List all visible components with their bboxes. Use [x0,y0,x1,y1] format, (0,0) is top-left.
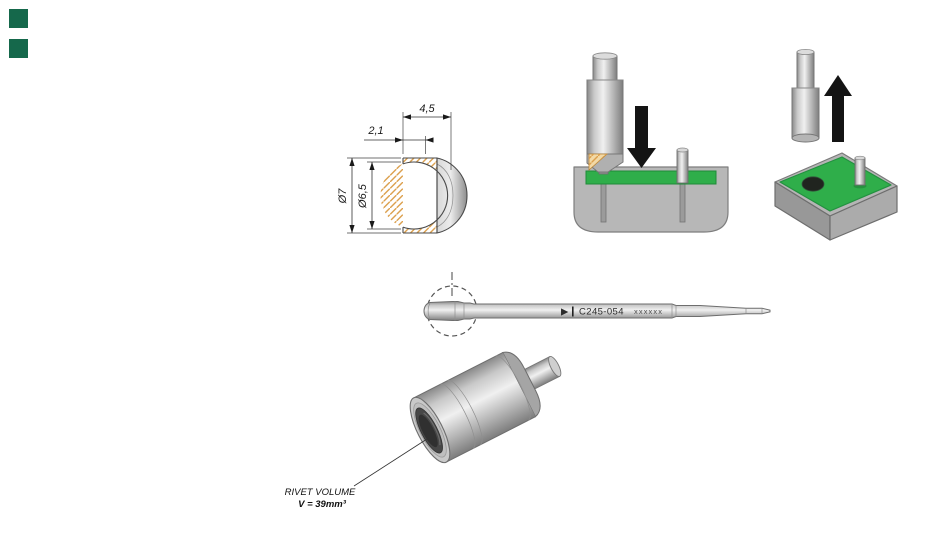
polarity-marker-bar [572,306,574,317]
dim-label-d6-5: Ø6,5 [357,183,369,209]
callout-title: RIVET VOLUME [285,487,356,498]
rivet-shank-left [600,183,607,223]
down-arrow [627,106,656,168]
lift-illustration [774,49,898,241]
leader-line [353,438,428,487]
corner-marker-square-2 [9,39,28,58]
tip-dome [436,157,468,234]
dim-label-4-5: 4,5 [419,103,435,115]
tip-3d-ring-2 [447,380,483,446]
rivet-shank-right [679,183,686,223]
dim-d7: Ø7 [337,158,355,233]
tool-shank-2 [796,51,815,89]
polarity-marker-icon: ▶ [561,307,569,318]
model-label: C245-054 [579,307,624,318]
cartridge-edges [427,301,763,321]
corner-markers [9,9,28,58]
corner-marker-square-1 [9,9,28,28]
dim-2-1: 2,1 [364,125,434,143]
rivet-callout: RIVET VOLUME V = 39mm³ [285,438,428,510]
tool-tip-2 [791,133,820,143]
dim-label-d7: Ø7 [337,188,349,205]
rivet-pin-standing [676,147,689,184]
cartridge-side-view: ▶ C245-054 xxxxxx [423,272,771,337]
mounted-rivet [854,157,866,186]
tip-dome-chamfer-edge [436,163,454,228]
tip-3d-ring-3 [495,355,531,421]
up-arrow [824,75,852,142]
press-illustration [573,52,729,233]
tip-3d-shoulder [502,351,541,418]
board-carrier-box [774,152,898,241]
tip-3d-body-group [409,351,562,464]
section-outline [402,157,449,234]
section-view: 4,5 2,1 Ø7 Ø6,5 [337,103,468,234]
callout-value: V = 39mm³ [298,499,347,510]
cavity-arc [402,161,449,230]
tip-3d-ring-1 [440,383,476,449]
rivet-hole [801,176,825,192]
dim-4-5: 4,5 [403,103,451,120]
hatch-section [380,158,448,233]
tool-lifting [791,49,820,143]
dim-label-2-1: 2,1 [367,125,383,137]
tool-shank [592,55,618,83]
tool-body [586,79,624,155]
batch-code: xxxxxx [634,307,663,316]
tip-3d-view [409,351,562,464]
tip-section-cut-hatch [589,154,607,170]
tool-body-2 [791,87,820,139]
extension-lines [347,112,452,234]
tool-pressing [586,52,624,173]
dim-d6-5: Ø6,5 [357,162,375,229]
carrier-right-face [829,185,898,241]
